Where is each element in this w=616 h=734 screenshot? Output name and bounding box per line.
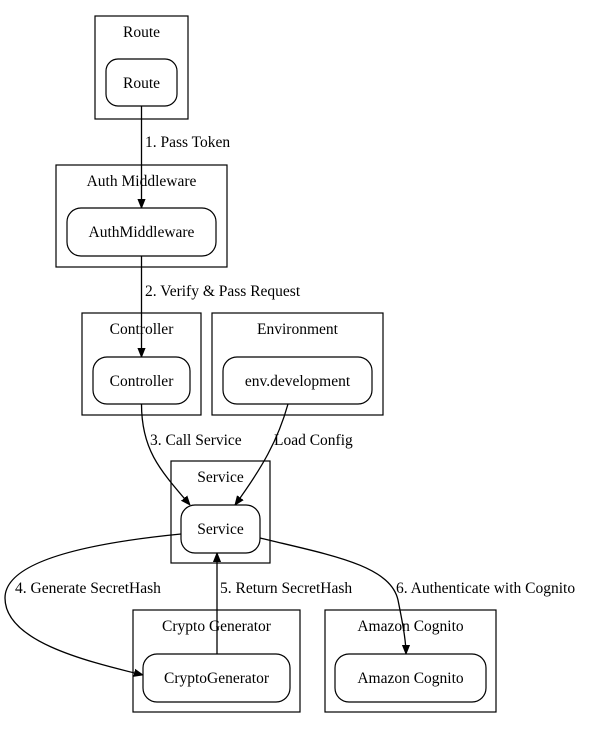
edge-return-secret-hash-label: 5. Return SecretHash — [220, 580, 352, 597]
node-env-development-label: env.development — [245, 373, 351, 390]
cluster-service-label: Service — [197, 469, 244, 486]
node-crypto-generator: CryptoGenerator — [142, 653, 291, 703]
cluster-route-label: Route — [123, 24, 160, 41]
edge-generate-secret-hash: 4. Generate SecretHash — [4, 533, 182, 675]
cluster-service: Service — [170, 460, 271, 564]
edge-authenticate-cognito: 6. Authenticate with Cognito — [259, 537, 575, 654]
node-controller-label: Controller — [110, 373, 175, 390]
edge-verify-pass-request-label: 2. Verify & Pass Request — [145, 283, 301, 300]
node-auth-middleware: AuthMiddleware — [66, 207, 217, 257]
node-crypto-generator-label: CryptoGenerator — [164, 670, 270, 687]
edge-call-service-label: 3. Call Service — [150, 432, 242, 449]
node-controller: Controller — [92, 356, 191, 405]
edge-pass-token-label: 1. Pass Token — [145, 134, 230, 151]
edge-authenticate-cognito-label: 6. Authenticate with Cognito — [396, 580, 575, 597]
edge-pass-token: 1. Pass Token — [142, 106, 230, 208]
cluster-environment: Environment — [211, 312, 384, 416]
edge-call-service: 3. Call Service — [140, 403, 242, 505]
node-route: Route — [105, 58, 178, 107]
cluster-environment-label: Environment — [257, 321, 339, 338]
edge-verify-pass-request: 2. Verify & Pass Request — [142, 256, 301, 357]
edge-return-secret-hash: 5. Return SecretHash — [217, 553, 352, 654]
cluster-amazon-cognito-label: Amazon Cognito — [357, 618, 464, 635]
node-service: Service — [180, 504, 261, 554]
edge-load-config-label: Load Config — [274, 432, 353, 449]
node-amazon-cognito: Amazon Cognito — [334, 653, 487, 703]
edge-load-config: Load Config — [235, 403, 353, 505]
cluster-amazon-cognito: Amazon Cognito — [324, 609, 497, 713]
node-env-development: env.development — [222, 356, 373, 405]
node-auth-middleware-label: AuthMiddleware — [89, 224, 195, 241]
node-route-label: Route — [123, 75, 160, 92]
node-amazon-cognito-label: Amazon Cognito — [357, 670, 464, 687]
edge-generate-secret-hash-label: 4. Generate SecretHash — [15, 580, 161, 597]
node-service-label: Service — [197, 521, 244, 538]
